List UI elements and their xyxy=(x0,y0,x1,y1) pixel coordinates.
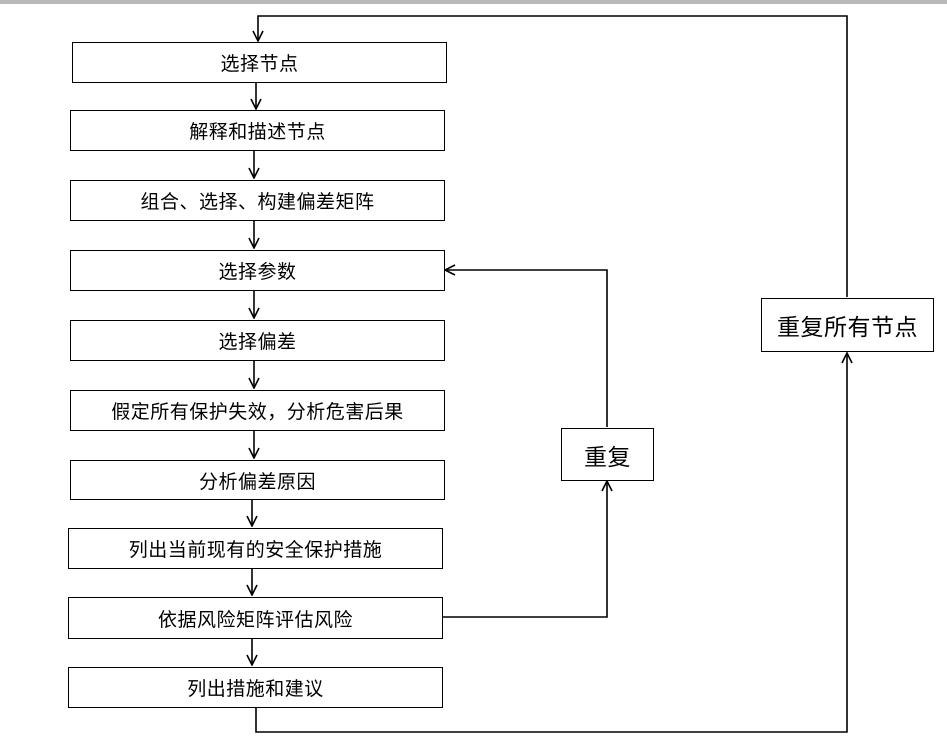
repeat-all-nodes-box: 重复所有节点 xyxy=(761,298,934,352)
repeat-box: 重复 xyxy=(561,428,654,481)
top-border-bar xyxy=(0,0,947,4)
step-analyze-deviation-causes: 分析偏差原因 xyxy=(70,460,445,500)
step-build-deviation-matrix: 组合、选择、构建偏差矩阵 xyxy=(70,180,445,221)
step-list-safeguards: 列出当前现有的安全保护措施 xyxy=(68,528,443,569)
step-select-deviation: 选择偏差 xyxy=(70,320,445,361)
step-analyze-consequences: 假定所有保护失效，分析危害后果 xyxy=(70,390,445,431)
step-select-parameter: 选择参数 xyxy=(70,250,445,291)
loop-repeat-all-to-step1 xyxy=(258,15,848,297)
loop-step10-to-repeat-all xyxy=(255,353,847,733)
step-select-node: 选择节点 xyxy=(72,42,447,83)
step-assess-risk: 依据风险矩阵评估风险 xyxy=(68,597,443,639)
step-explain-describe-node: 解释和描述节点 xyxy=(70,110,445,151)
loop-repeat-to-step4 xyxy=(445,270,608,427)
loop-step9-to-repeat xyxy=(443,481,607,618)
step-list-recommendations: 列出措施和建议 xyxy=(68,667,443,708)
